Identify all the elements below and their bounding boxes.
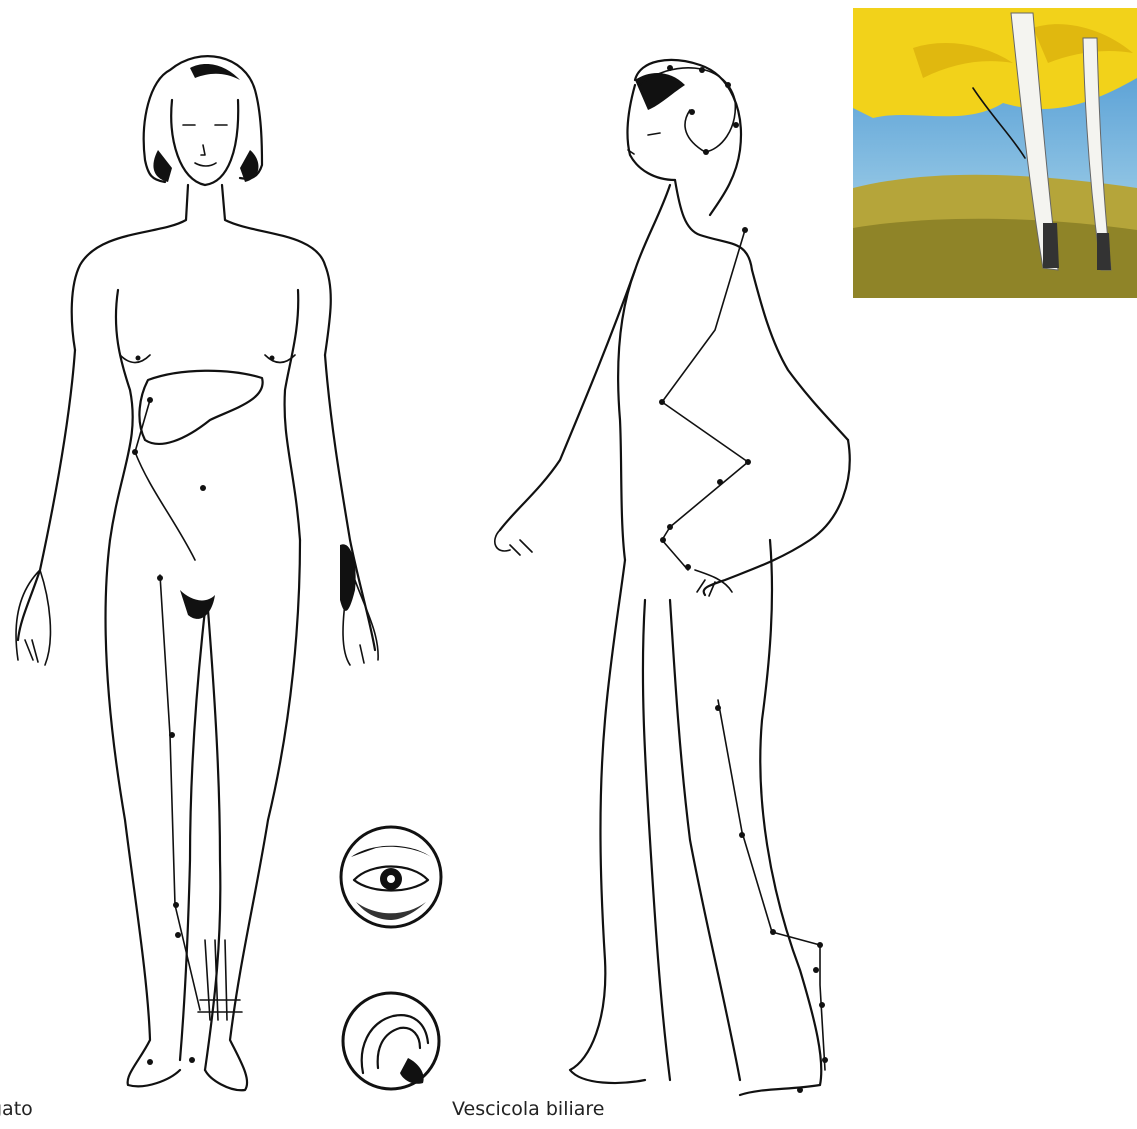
eye-inset <box>336 822 446 932</box>
toenail-inset <box>338 988 444 1094</box>
female-front-figure <box>0 0 460 1100</box>
male-side-figure <box>470 40 890 1120</box>
caption-left: gato <box>0 1098 33 1120</box>
birch-tree-scene <box>853 8 1137 298</box>
caption-right: Vescicola biliare <box>452 1098 605 1120</box>
